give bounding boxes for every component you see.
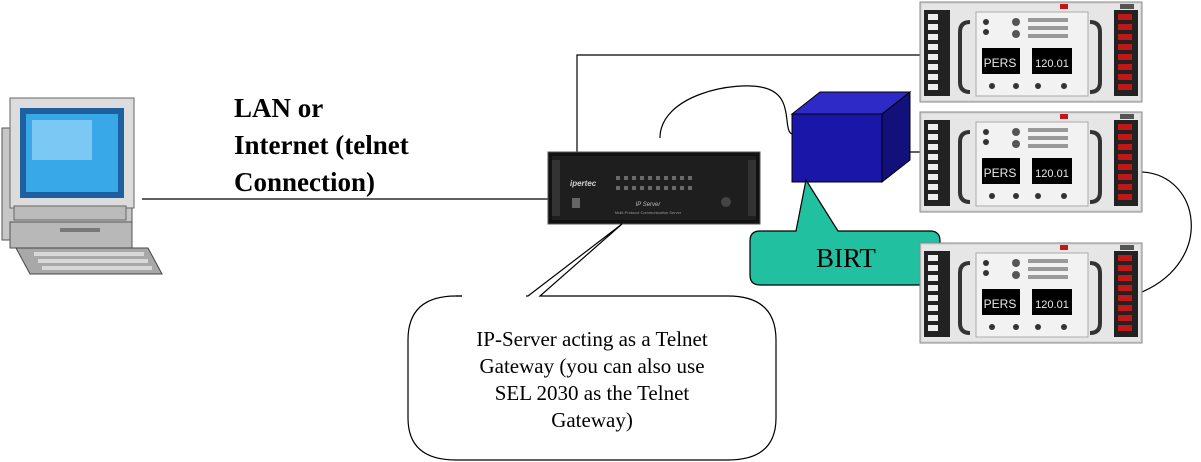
relay-top-display-left: PERS	[984, 56, 1017, 70]
relay-middle: PERS 120.01	[918, 110, 1144, 214]
lan-label-line3: Connection)	[234, 167, 375, 197]
gateway-note-line3: SEL 2030 as the Telnet	[494, 381, 690, 405]
ip-server-panel-title: IP Server	[636, 202, 662, 208]
relay-top: PERS 120.01	[918, 0, 1144, 104]
ip-server-device: ipertec IP Server Multi-Protocol Communi…	[547, 151, 761, 225]
server-to-birt-cable	[659, 85, 793, 139]
gateway-note-line1: IP-Server acting as a Telnet	[476, 327, 708, 351]
birt-cube	[790, 90, 912, 184]
relay-bottom-display-right: 120.01	[1035, 299, 1069, 311]
lan-connection-label: LAN or Internet (telnet Connection)	[234, 90, 474, 201]
relay-daisy-chain-cable	[1141, 171, 1192, 293]
relay-bottom: PERS 120.01	[918, 241, 1144, 345]
relay-middle-display-left: PERS	[984, 166, 1017, 180]
relay-bottom-display-left: PERS	[984, 297, 1017, 311]
gateway-note-line4: Gateway)	[551, 408, 633, 432]
computer-icon	[1, 97, 163, 275]
birt-label: BIRT	[816, 242, 876, 273]
ip-server-brand: ipertec	[570, 179, 597, 188]
lan-label-line1: LAN or	[234, 93, 324, 123]
relay-top-display-right: 120.01	[1035, 58, 1069, 70]
gateway-note: IP-Server acting as a Telnet Gateway (yo…	[408, 300, 776, 460]
gateway-callout-bubble	[407, 223, 777, 461]
lan-label-line2: Internet (telnet	[234, 130, 409, 160]
gateway-note-line2: Gateway (you can also use	[479, 354, 705, 378]
ip-server-panel-subtitle: Multi-Protocol Communication Server	[615, 210, 682, 215]
server-to-top-relay-line	[576, 54, 920, 152]
relay-middle-display-right: 120.01	[1035, 168, 1069, 180]
